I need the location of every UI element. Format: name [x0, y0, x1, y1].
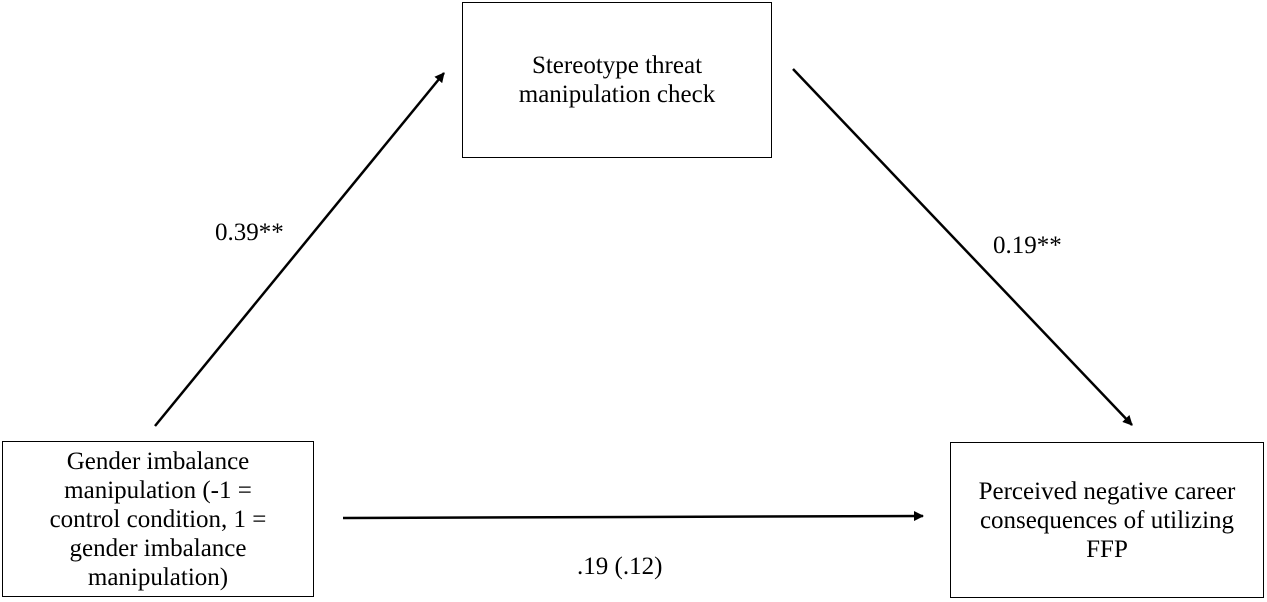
path-b-coefficient: 0.19** — [993, 232, 1062, 259]
path-a-coefficient: 0.39** — [215, 219, 284, 246]
mediator-label: Stereotype threat manipulation check — [518, 52, 716, 108]
path-c-coefficient: .19 (.12) — [577, 553, 663, 580]
independent-variable-box: Gender imbalance manipulation (-1 = cont… — [2, 441, 314, 597]
dependent-variable-label: Perceived negative career consequences o… — [978, 477, 1236, 563]
arrow-mediator-to-dv — [792, 68, 1133, 426]
independent-variable-label: Gender imbalance manipulation (-1 = cont… — [49, 447, 267, 591]
mediator-box: Stereotype threat manipulation check — [462, 2, 772, 158]
dependent-variable-box: Perceived negative career consequences o… — [950, 442, 1264, 598]
arrow-iv-to-mediator — [154, 72, 445, 427]
arrow-iv-to-dv — [342, 511, 924, 522]
